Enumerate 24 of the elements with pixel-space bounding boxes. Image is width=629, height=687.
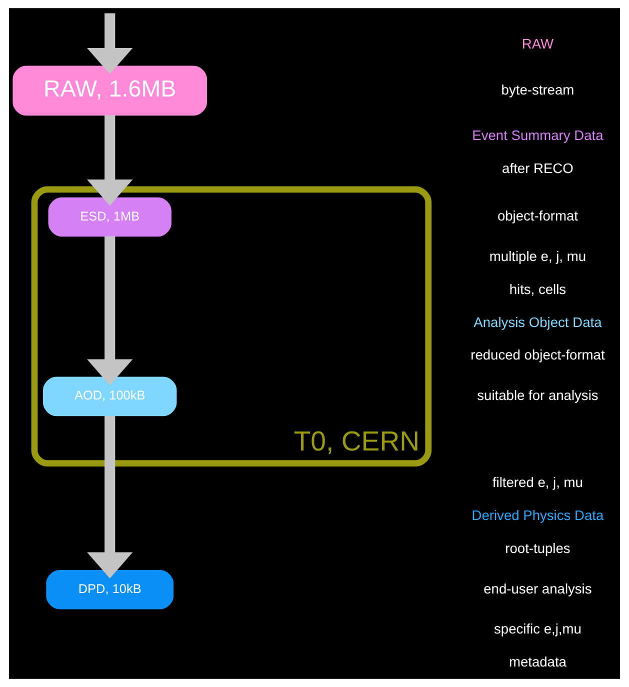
label: root-tuples xyxy=(505,540,570,556)
label: filtered e, j, mu xyxy=(492,475,583,490)
label: Derived Physics Data xyxy=(472,508,604,524)
label: RAW xyxy=(522,36,554,52)
arrow xyxy=(87,13,133,74)
label: Analysis Object Data xyxy=(474,314,602,330)
node-box: RAW, 1.6MB xyxy=(12,66,207,116)
label: end-user analysis xyxy=(484,581,592,596)
arrow xyxy=(87,115,133,206)
node-box: ESD, 1MB xyxy=(48,197,172,237)
label: metadata xyxy=(508,654,566,670)
label: hits, cells xyxy=(509,282,566,297)
label: object-format xyxy=(497,208,578,224)
label: Event Summary Data xyxy=(472,128,604,143)
node-box: DPD, 10kB xyxy=(46,570,174,610)
node-box: AOD, 100kB xyxy=(42,376,177,416)
arrow xyxy=(87,416,133,578)
label: specific e,j,mu xyxy=(494,622,582,637)
arrow xyxy=(87,236,133,386)
label: byte-stream xyxy=(501,82,574,98)
label: after RECO xyxy=(502,160,574,176)
label: suitable for analysis xyxy=(477,388,598,404)
label: reduced object-format xyxy=(470,348,605,363)
label: multiple e, j, mu xyxy=(489,248,586,264)
